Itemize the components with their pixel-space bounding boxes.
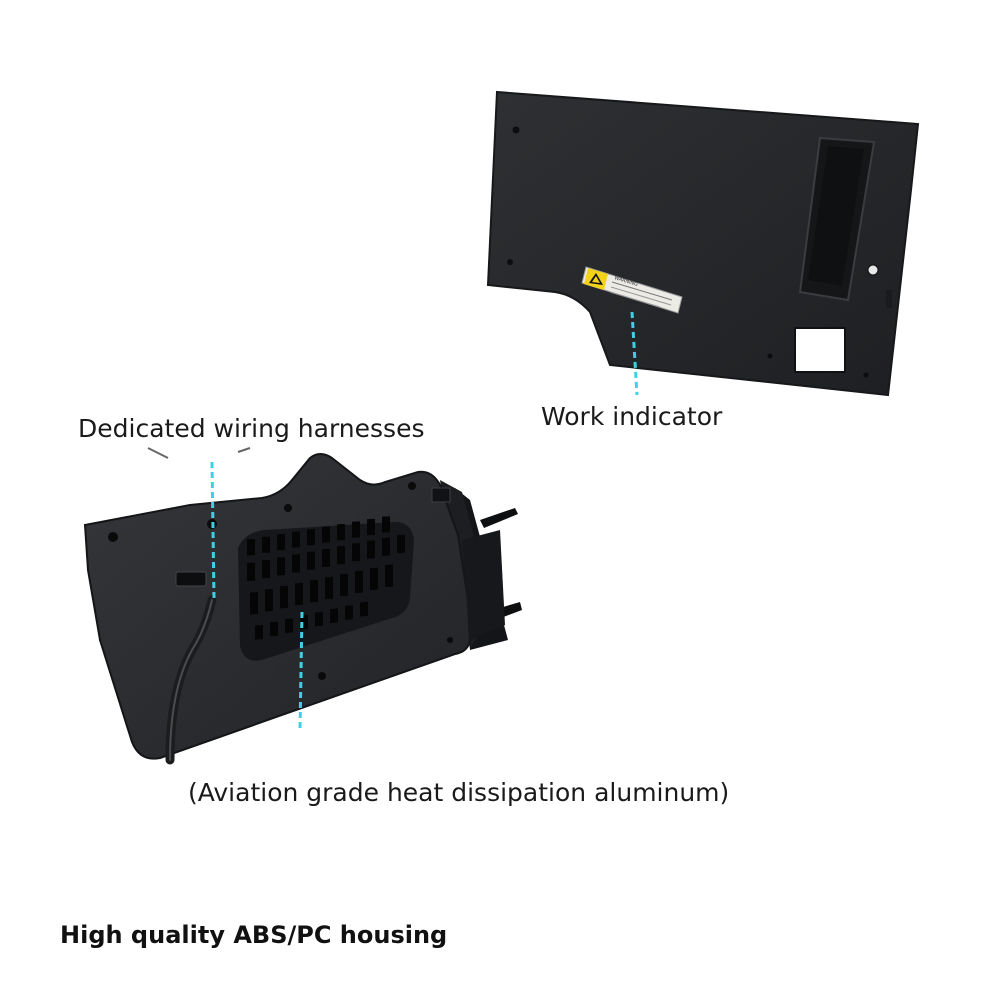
housing-caption: High quality ABS/PC housing [60, 921, 448, 949]
heat-sink-grille [247, 516, 405, 640]
warning-sticker: WARNING [581, 266, 683, 314]
warning-triangle-icon [589, 273, 603, 285]
front-housing [83, 453, 522, 760]
indicator-leader-line [630, 311, 639, 396]
wiring-harness-label: Dedicated wiring harnesses [78, 414, 425, 443]
back-panel [486, 90, 920, 397]
work-indicator-label: Work indicator [541, 402, 723, 431]
wiring-leader-line [210, 461, 216, 599]
heat-dissipation-label: (Aviation grade heat dissipation aluminu… [188, 778, 730, 807]
panel-window [794, 327, 846, 373]
